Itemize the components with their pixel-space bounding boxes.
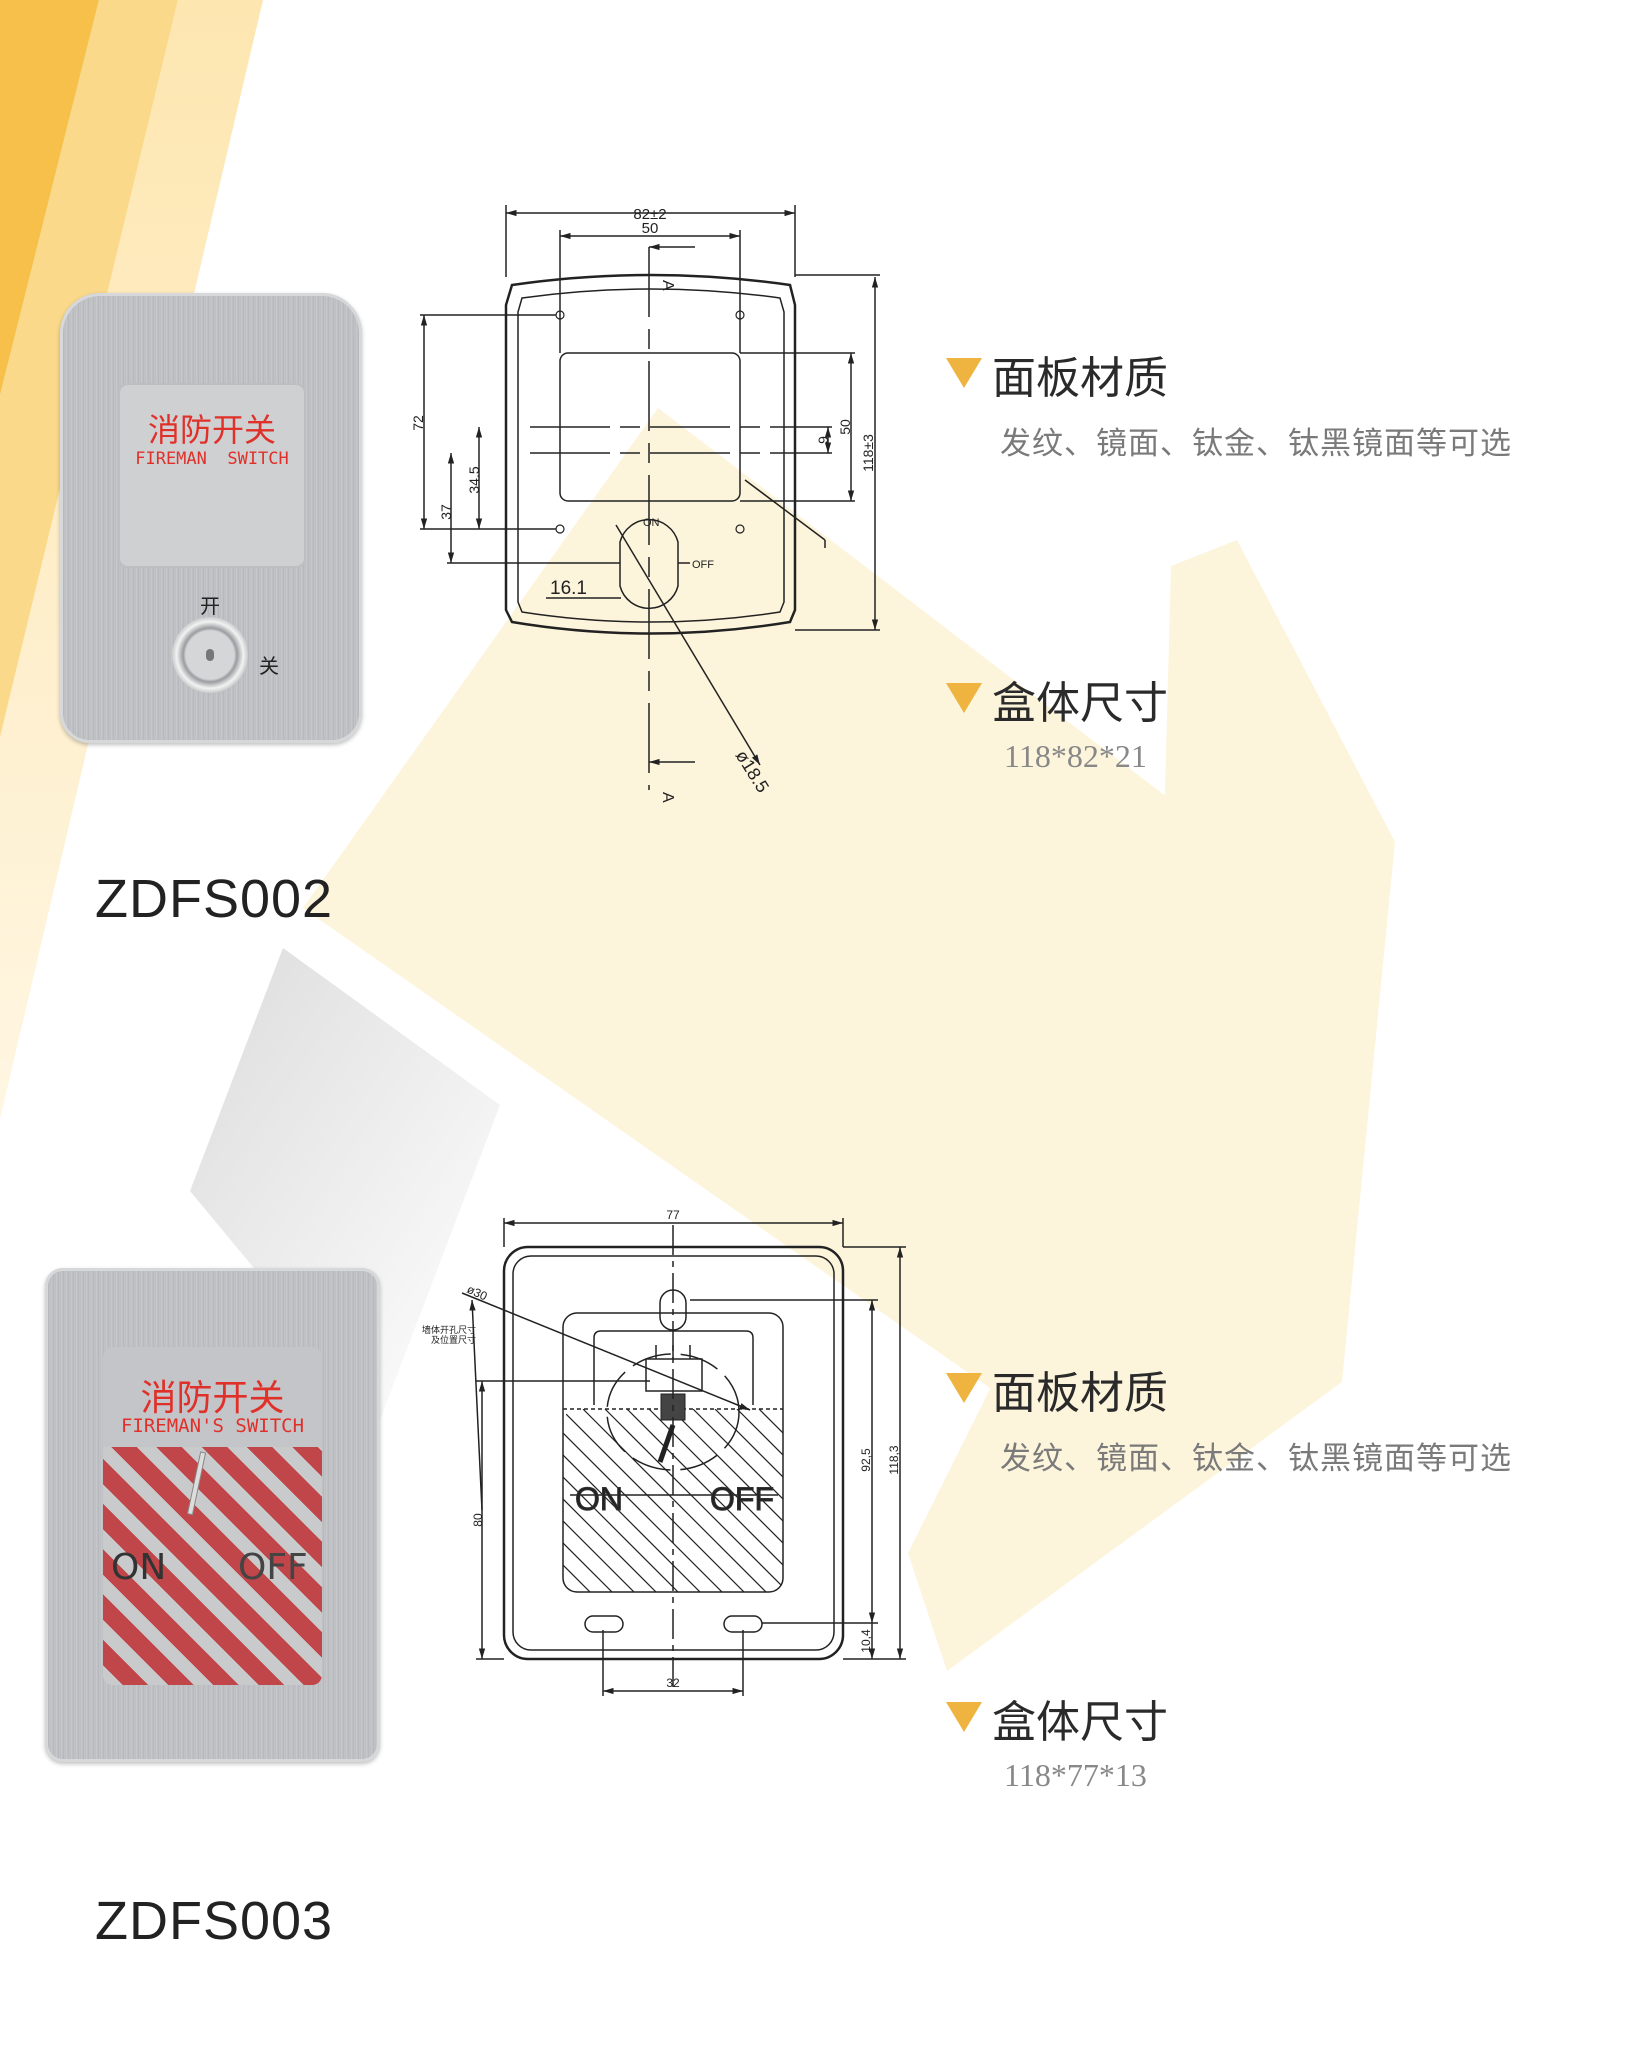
dim-80: 80 bbox=[471, 1513, 485, 1527]
dim-37: 37 bbox=[438, 504, 454, 520]
hatch-line bbox=[563, 1409, 630, 1592]
panel-material-title: 面板材质 bbox=[992, 353, 1168, 404]
dim-height: 118±3 bbox=[860, 434, 876, 472]
panel-material-desc: 发纹、镜面、钛金、钛黑镜面等可选 bbox=[1000, 1441, 1512, 1477]
drawing-zdfs002 bbox=[420, 205, 880, 790]
label-window: 消防开关 FIREMAN SWITCH bbox=[118, 383, 306, 568]
dim-hole-spacing: 32 bbox=[666, 1676, 680, 1690]
en-label: FIREMAN SWITCH bbox=[135, 449, 289, 469]
key-switch[interactable] bbox=[172, 617, 248, 693]
panel-material-desc: 发纹、镜面、钛金、钛黑镜面等可选 bbox=[1000, 426, 1512, 462]
box-size-title: 盒体尺寸 bbox=[992, 1697, 1168, 1748]
off-text: OFF bbox=[238, 1547, 308, 1588]
on-text: ON bbox=[111, 1547, 167, 1588]
dim-50-vertical: 50 bbox=[837, 419, 853, 435]
on-label: ON bbox=[643, 517, 660, 529]
off-label: OFF bbox=[710, 1481, 774, 1517]
drawing-zdfs003-labels: 77 32 92,5 118,3 10,4 80 ø30 墙体开孔尺寸 及位置尺… bbox=[422, 1208, 901, 1690]
dim-diameter: ø18.5 bbox=[732, 747, 773, 797]
section-mark-bottom: A bbox=[659, 792, 676, 803]
off-mark: 关 bbox=[259, 654, 279, 678]
note-line-2: 及位置尺寸 bbox=[431, 1334, 476, 1345]
triangle-bullet-icon bbox=[946, 358, 982, 388]
box-size-title: 盒体尺寸 bbox=[992, 678, 1168, 729]
drawing-zdfs002-labels: 82±2 50 A A 72 37 34.5 50 9 118±3 16.1 ø… bbox=[410, 206, 876, 803]
hatch-line bbox=[626, 1409, 783, 1592]
cream-shape bbox=[303, 408, 1329, 1395]
model-name: ZDFS003 bbox=[95, 1891, 334, 1951]
product-photo-zdfs002: 消防开关 FIREMAN SWITCH 开 关 bbox=[60, 293, 362, 743]
cream-shape-right bbox=[908, 540, 1395, 1671]
triangle-bullet-icon bbox=[946, 1373, 982, 1403]
hatch-line bbox=[563, 1409, 696, 1592]
hatch-line bbox=[714, 1409, 783, 1592]
triangle-bullet-icon bbox=[946, 1702, 982, 1732]
on-label: ON bbox=[575, 1481, 623, 1517]
hatch-line bbox=[736, 1409, 783, 1592]
keyhole-icon bbox=[206, 649, 214, 661]
model-name: ZDFS002 bbox=[95, 869, 334, 929]
orange-stripe bbox=[0, 0, 99, 395]
box-size-value: 118*77*13 bbox=[1004, 1757, 1147, 1793]
hatch-line bbox=[692, 1409, 783, 1592]
box-size-value: 118*82*21 bbox=[1004, 738, 1147, 774]
label-window: 消防开关 FIREMAN'S SWITCH ON OFF bbox=[103, 1347, 322, 1685]
dim-92-5: 92,5 bbox=[859, 1448, 873, 1472]
hatch-line bbox=[582, 1409, 783, 1592]
hatch-line bbox=[563, 1409, 674, 1592]
hatch-line bbox=[563, 1409, 762, 1592]
en-label: FIREMAN'S SWITCH bbox=[120, 1415, 305, 1437]
cn-label: 消防开关 bbox=[140, 1378, 285, 1419]
hatch-line bbox=[563, 1409, 652, 1592]
panel-material-title: 面板材质 bbox=[992, 1368, 1168, 1419]
product-photo-zdfs003: 消防开关 FIREMAN'S SWITCH ON OFF bbox=[45, 1268, 380, 1762]
hatch-line bbox=[780, 1409, 783, 1592]
drawing-zdfs003 bbox=[461, 1218, 1003, 1696]
dim-16-1: 16.1 bbox=[550, 578, 587, 599]
hatch-line bbox=[670, 1409, 783, 1592]
hatch-line bbox=[803, 1409, 1003, 1609]
dim-inner-width: 50 bbox=[642, 220, 659, 237]
hatch-line bbox=[563, 1409, 564, 1592]
triangle-bullet-icon bbox=[946, 683, 982, 713]
note-line-1: 墙体开孔尺寸 bbox=[422, 1324, 476, 1335]
off-label: OFF bbox=[692, 559, 714, 571]
dim-height: 118,3 bbox=[887, 1445, 901, 1474]
dim-10-4: 10,4 bbox=[859, 1629, 873, 1653]
hatch-line bbox=[563, 1409, 718, 1592]
dim-width: 77 bbox=[666, 1208, 680, 1222]
hatch-line bbox=[758, 1409, 783, 1592]
dim-72: 72 bbox=[410, 415, 426, 431]
section-mark-top: A bbox=[659, 280, 676, 291]
hatch-line bbox=[648, 1409, 783, 1592]
hatch-line bbox=[563, 1409, 608, 1592]
on-mark: 开 bbox=[200, 594, 220, 618]
dim-9: 9 bbox=[815, 436, 831, 444]
hatch-line bbox=[604, 1409, 783, 1592]
dim-34-5: 34.5 bbox=[466, 466, 482, 493]
hatch-line bbox=[563, 1409, 586, 1592]
dim-width: 82±2 bbox=[633, 206, 666, 223]
hatch-line bbox=[563, 1409, 740, 1592]
dim-diameter: ø30 bbox=[465, 1282, 490, 1304]
cn-label: 消防开关 bbox=[147, 411, 276, 449]
hazard-stripes: ON OFF bbox=[103, 1447, 322, 1685]
gray-shape bbox=[190, 948, 500, 1420]
